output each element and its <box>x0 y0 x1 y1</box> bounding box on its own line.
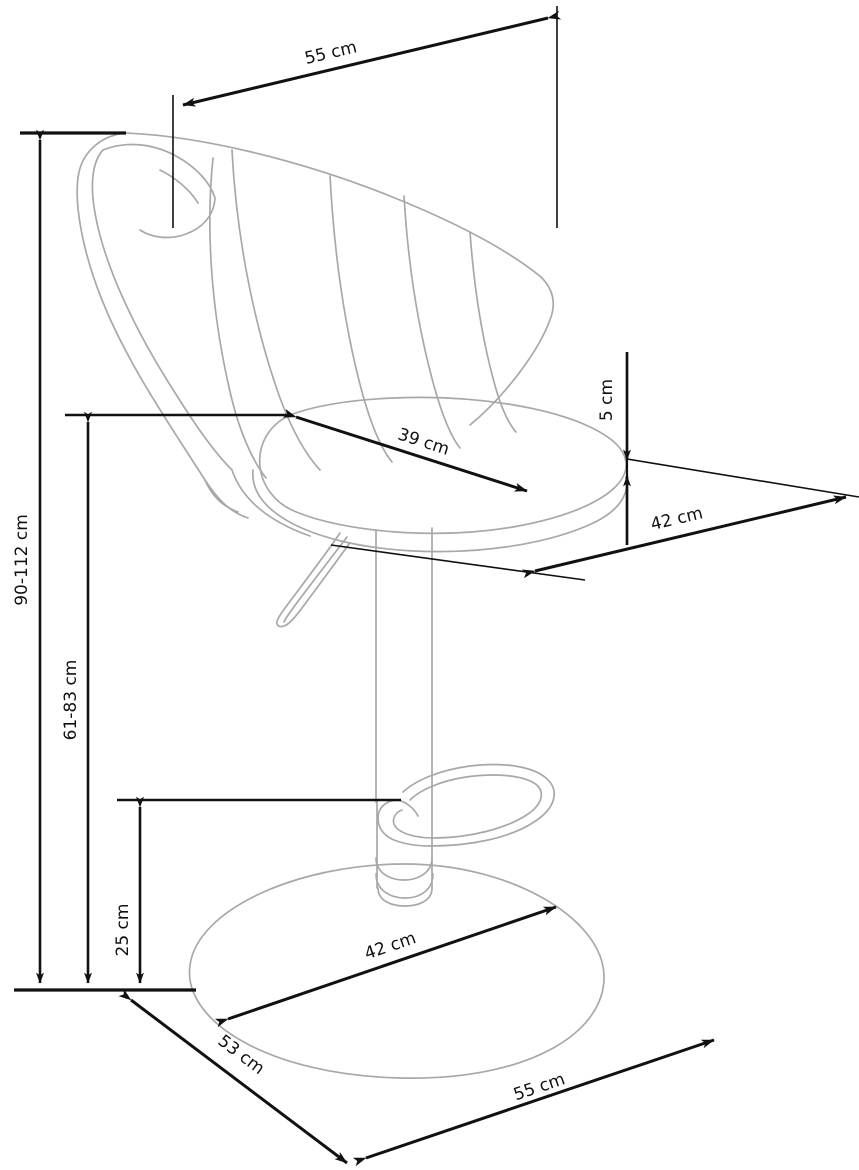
label-overall-height: 90-112 cm <box>12 514 32 606</box>
footrest-ring-mount <box>397 799 419 817</box>
armrest-inner-top <box>102 143 216 199</box>
dim-arrow-overall-width-top <box>182 10 562 107</box>
ext-line-seat-depth-near <box>330 544 586 581</box>
gas-column-sleeve <box>375 857 433 881</box>
product-outline-group <box>76 132 628 1079</box>
seat-front-fold <box>231 469 311 537</box>
label-base-diameter: 42 cm <box>362 928 419 964</box>
label-seat-thickness: 5 cm <box>597 379 617 421</box>
backrest-seam-3 <box>329 175 393 463</box>
label-seat-width: 39 cm <box>395 425 452 460</box>
footrest-ring-outer <box>377 763 556 847</box>
ext-line-seat-depth-far <box>626 458 859 498</box>
base-plate-ellipse <box>188 863 605 1079</box>
dim-arrow-footprint-depth <box>118 988 348 1165</box>
backrest-seam-4 <box>403 195 461 449</box>
gas-column-cap <box>375 873 434 899</box>
footrest-ring-inner <box>392 774 543 839</box>
backrest-right-edge <box>469 276 555 426</box>
dimension-group <box>14 6 859 1167</box>
dim-arrow-base-diameter <box>214 905 557 1028</box>
armrest-inner-loop <box>91 149 233 471</box>
backrest-lower-left <box>204 479 239 513</box>
dim-arrow-footprint-width <box>352 1038 715 1167</box>
backrest-seam-1 <box>209 157 267 479</box>
label-seat-height: 61-83 cm <box>61 660 81 741</box>
dim-arrow-seat-width <box>282 408 528 493</box>
dim-arrow-seat-depth <box>521 495 847 579</box>
height-adjust-lever-inner <box>283 536 348 623</box>
seat-side-thickness <box>252 469 628 553</box>
dimension-labels-group: 55 cm 90-112 cm 61-83 cm 25 cm 39 cm 5 c… <box>10 35 707 1107</box>
base-plate-rim <box>377 887 433 907</box>
backrest-top-edge <box>125 132 542 278</box>
label-seat-depth: 42 cm <box>649 503 705 535</box>
armrest-crease <box>159 169 199 204</box>
armrest-inner-fold <box>139 197 216 239</box>
label-footprint-depth: 53 cm <box>214 1031 268 1079</box>
label-footrest-height: 25 cm <box>113 904 133 957</box>
height-adjust-lever <box>275 532 350 628</box>
